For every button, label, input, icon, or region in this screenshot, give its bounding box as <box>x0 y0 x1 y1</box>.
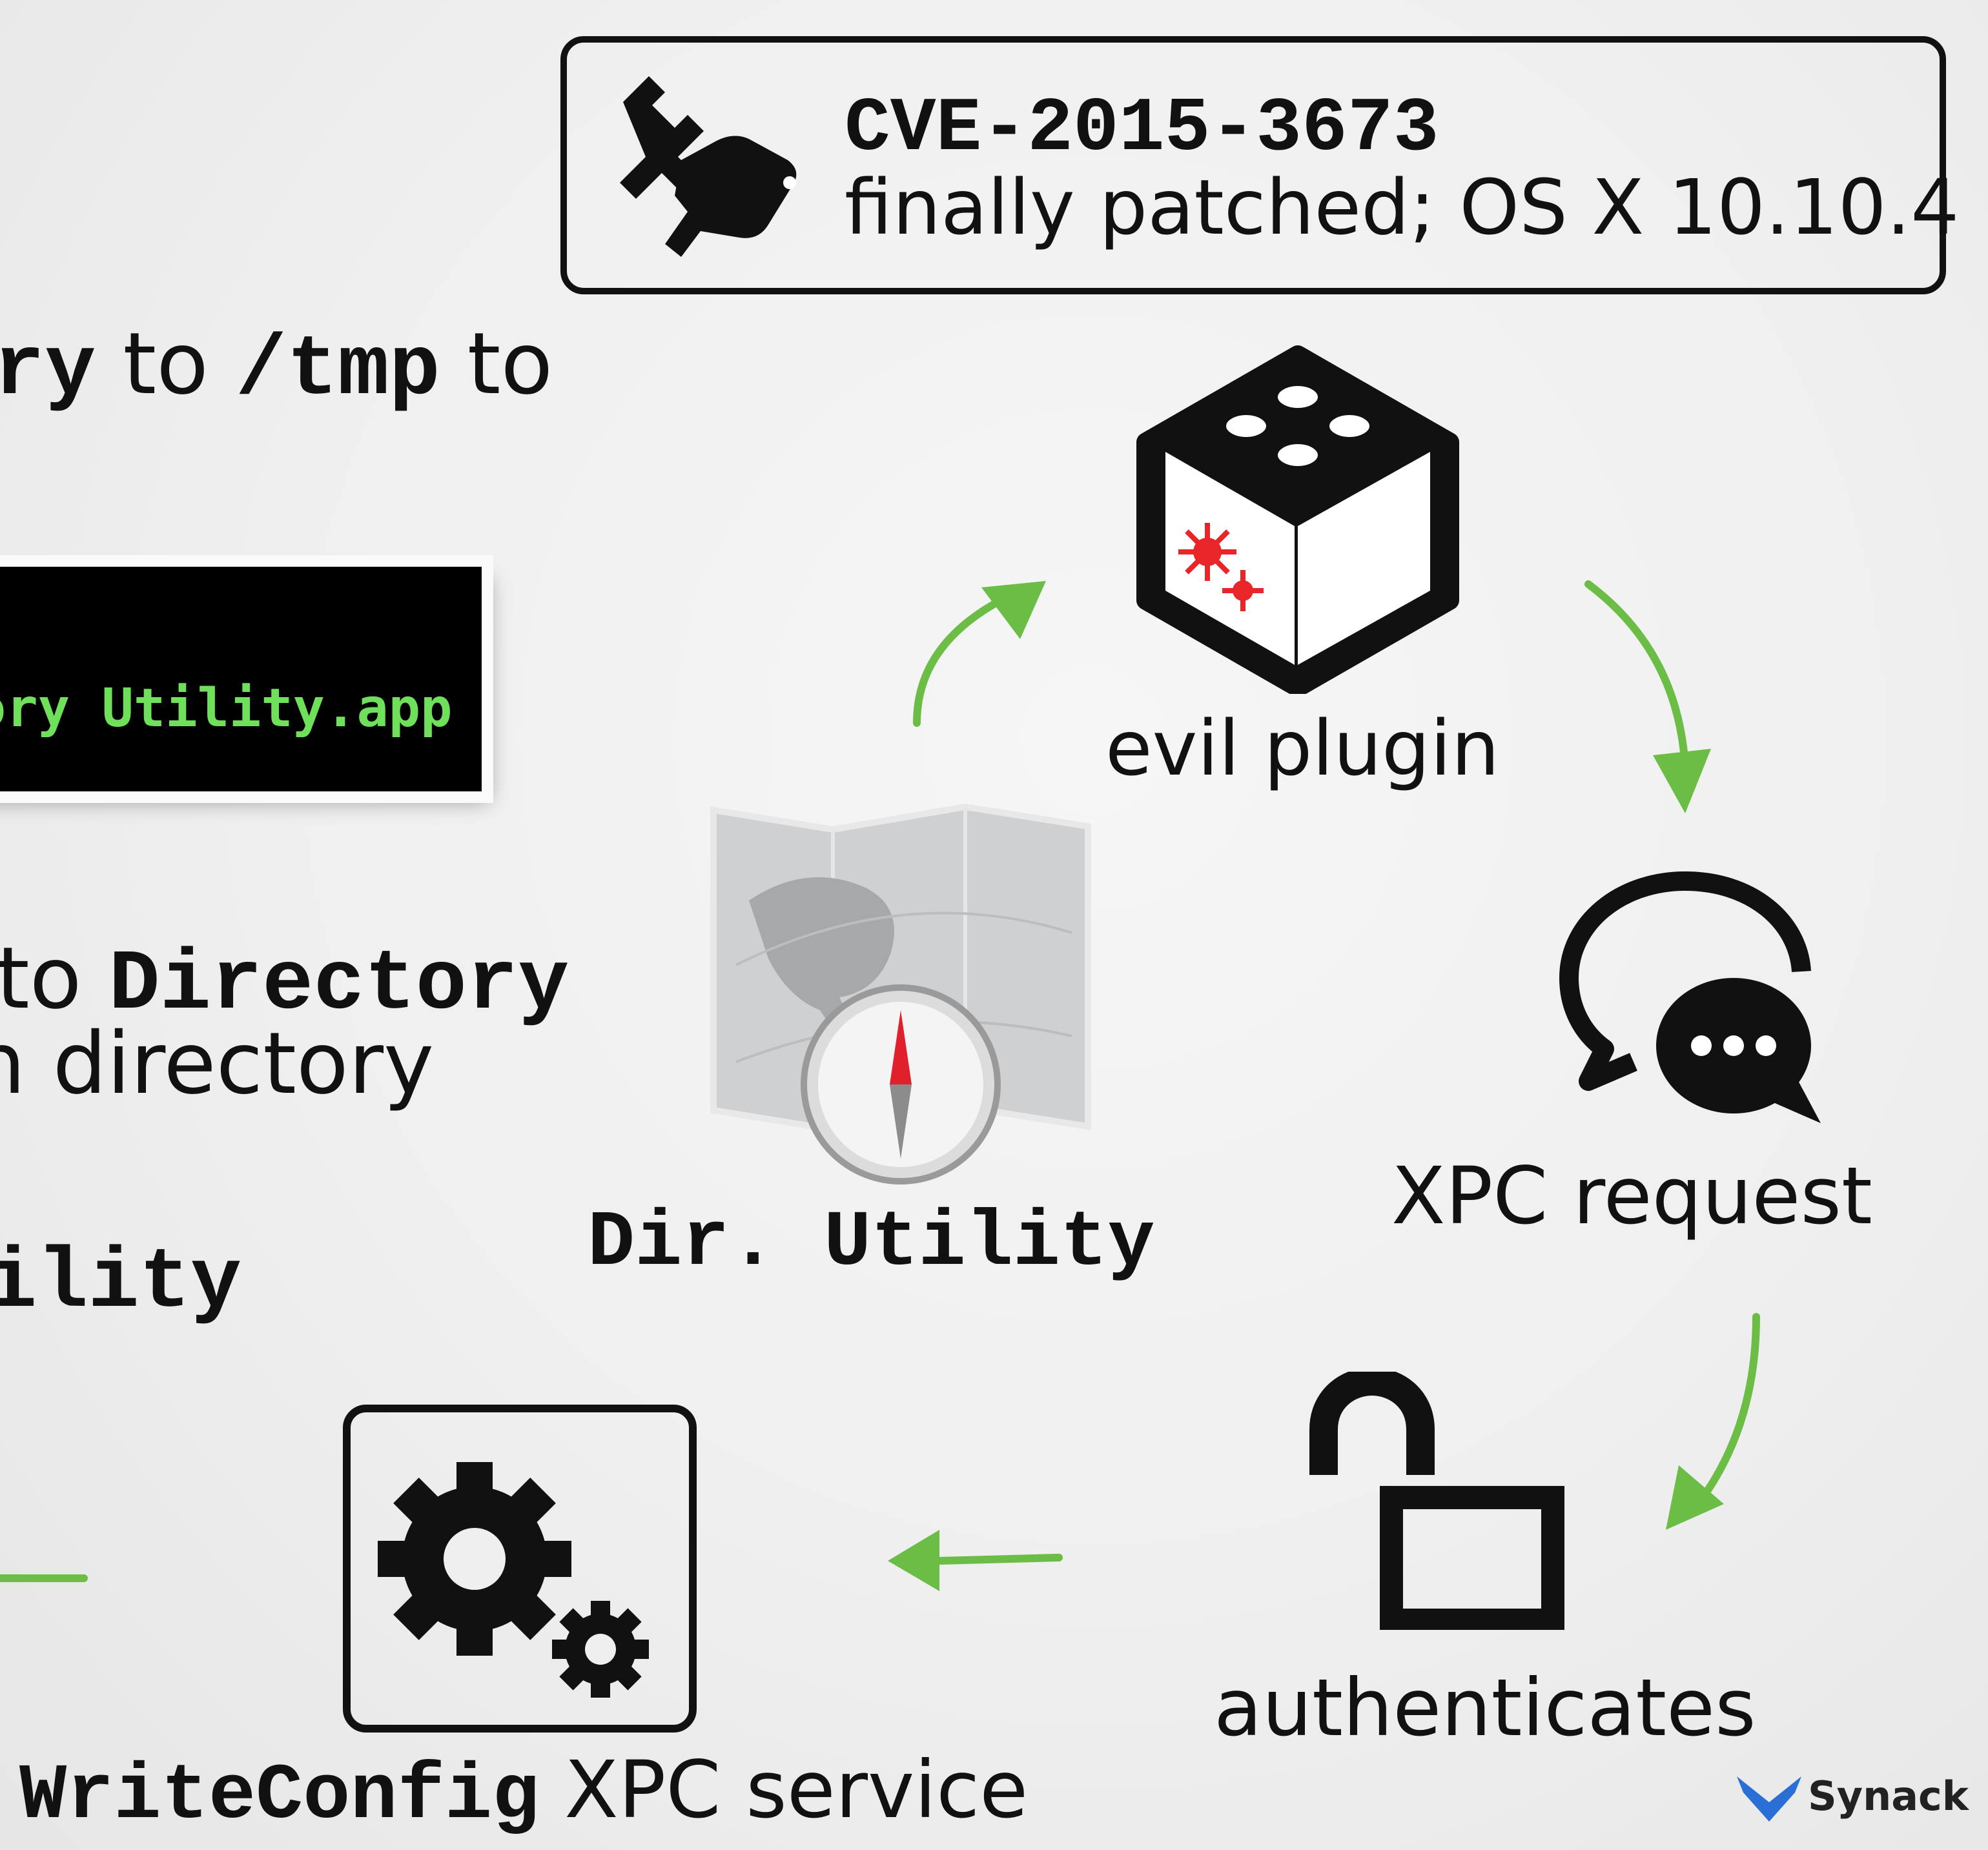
evil-plugin-icon <box>1136 345 1459 694</box>
small-gear-icon <box>552 1601 649 1698</box>
authenticates-label: authenticates <box>1214 1662 1756 1754</box>
terminal-text: ory Utility.app <box>0 678 453 739</box>
synack-wordmark: Synack <box>1808 1773 1969 1820</box>
evil-plugin-label: evil plugin <box>1105 704 1500 793</box>
gear-icon <box>378 1462 571 1656</box>
virus-icon <box>1178 523 1264 611</box>
wrench-hand-icon <box>620 76 797 257</box>
writeconfig-service-icon <box>343 1405 697 1733</box>
writeconfig-label: WriteConfig XPC service <box>19 1744 1029 1841</box>
left-line-4: ility <box>0 1235 242 1332</box>
unlock-icon <box>1309 1372 1564 1630</box>
arrow-to-writeconfig <box>936 1554 1063 1565</box>
cve-subtitle: finally patched; OS X 10.10.4 <box>845 163 1960 252</box>
xpc-request-label: XPC request <box>1391 1150 1872 1242</box>
arrow-to-plugin <box>913 596 1005 727</box>
compass-icon <box>801 984 1001 1184</box>
arrow-to-auth <box>1694 1313 1760 1508</box>
left-line-2: to Directory <box>0 929 569 1033</box>
dir-utility-label: Dir. Utility <box>588 1198 1155 1288</box>
left-line-3: n directory <box>0 1014 435 1113</box>
terminal-window: ory Utility.app <box>0 567 482 791</box>
arrow-to-xpc <box>1584 580 1689 772</box>
left-line-1: ry to /tmp to <box>0 314 553 419</box>
synack-logo-icon <box>1737 1776 1801 1822</box>
cve-id: CVE-2015-3673 <box>845 86 1439 172</box>
chat-bubbles-icon <box>1559 871 1821 1123</box>
directory-utility-app-icon[interactable] <box>710 804 1091 1191</box>
cve-banner <box>560 36 1946 294</box>
